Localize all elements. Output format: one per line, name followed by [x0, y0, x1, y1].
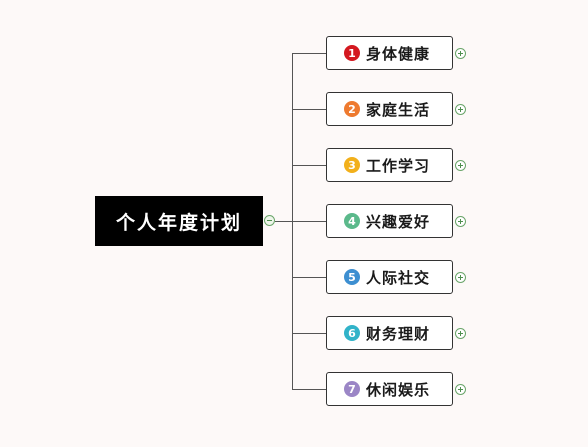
number-badge-icon: 4 — [344, 213, 360, 229]
branch-topic-label: 休闲娱乐 — [366, 380, 431, 399]
collapse-minus-icon[interactable] — [264, 215, 275, 226]
branch-topic-label: 兴趣爱好 — [366, 212, 431, 231]
branch-topic-7[interactable]: 7 休闲娱乐 — [326, 372, 453, 406]
number-badge-icon: 2 — [344, 101, 360, 117]
branch-topic-6[interactable]: 6 财务理财 — [326, 316, 453, 350]
expand-plus-icon[interactable] — [455, 272, 466, 283]
branch-topic-4[interactable]: 4 兴趣爱好 — [326, 204, 453, 238]
branch-topic-label: 身体健康 — [366, 44, 431, 63]
number-badge-icon: 7 — [344, 381, 360, 397]
branch-topic-3[interactable]: 3 工作学习 — [326, 148, 453, 182]
number-badge-icon: 1 — [344, 45, 360, 61]
root-topic-label: 个人年度计划 — [115, 211, 242, 234]
branch-topic-label: 人际社交 — [366, 268, 431, 287]
branch-topic-1[interactable]: 1 身体健康 — [326, 36, 453, 70]
expand-plus-icon[interactable] — [455, 216, 466, 227]
number-badge-icon: 3 — [344, 157, 360, 173]
number-badge-icon: 6 — [344, 325, 360, 341]
expand-plus-icon[interactable] — [455, 328, 466, 339]
branch-topic-2[interactable]: 2 家庭生活 — [326, 92, 453, 126]
number-badge-icon: 5 — [344, 269, 360, 285]
expand-plus-icon[interactable] — [455, 384, 466, 395]
expand-plus-icon[interactable] — [455, 104, 466, 115]
branch-topic-label: 家庭生活 — [366, 100, 431, 119]
branch-topic-label: 财务理财 — [366, 324, 431, 343]
root-topic[interactable]: 个人年度计划 — [95, 196, 263, 246]
expand-plus-icon[interactable] — [455, 48, 466, 59]
expand-plus-icon[interactable] — [455, 160, 466, 171]
branch-topic-5[interactable]: 5 人际社交 — [326, 260, 453, 294]
branch-topic-label: 工作学习 — [366, 156, 431, 175]
